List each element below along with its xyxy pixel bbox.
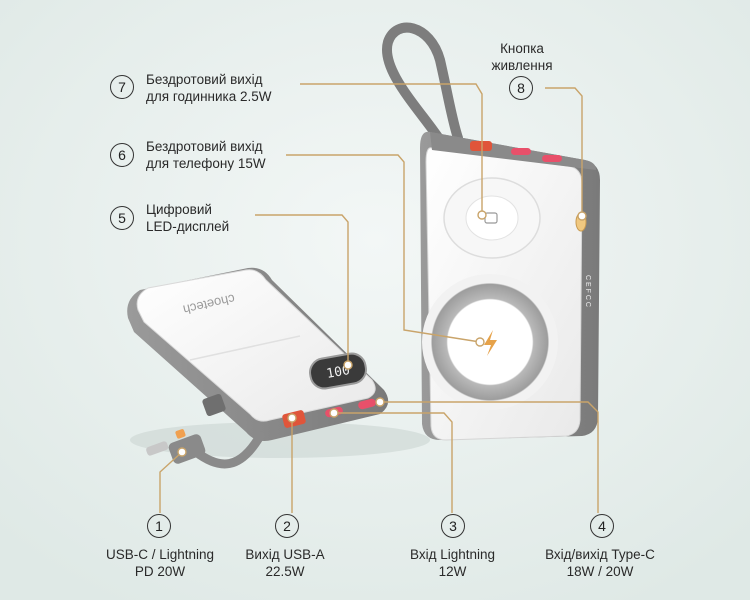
callout-number-2: 2 [275, 514, 299, 538]
led-display [309, 352, 367, 390]
leader-lines [159, 83, 599, 513]
callout-number-6: 6 [110, 143, 134, 167]
callout-label-7: Бездротовий вихід для годинника 2.5W [146, 71, 272, 105]
callout-number-4: 4 [590, 514, 614, 538]
built-in-cable [191, 431, 265, 469]
callout-label-3: Вхід Lightning 12W [395, 546, 510, 580]
callout-label-1: USB-C / Lightning PD 20W [90, 546, 230, 580]
callout-label-4: Вхід/вихід Type-C 18W / 20W [530, 546, 670, 580]
callout-number-8: 8 [509, 76, 533, 100]
top-usb-a-port [470, 141, 492, 151]
callout-label-1-line1: USB-C / Lightning [105, 547, 215, 562]
callout-label-2: Вихід USB-A 22.5W [230, 546, 340, 580]
top-lightning-port [542, 155, 562, 162]
callout-label-5-line1: Цифровий [146, 202, 212, 217]
callout-label-8: Кнопка живлення [482, 40, 562, 74]
callout-label-3-line2: 12W [438, 564, 467, 579]
callout-number-5: 5 [110, 206, 134, 230]
callout-label-7-line1: Бездротовий вихід [146, 72, 263, 87]
lying-power-bank: choetech 100 [127, 267, 430, 469]
upright-power-bank: C E F C C [381, 22, 600, 441]
callout-label-8-line1: Кнопка [500, 41, 544, 56]
callout-label-2-line2: 22.5W [265, 564, 305, 579]
callout-label-1-line2: PD 20W [134, 564, 186, 579]
top-type-c-port [511, 148, 531, 155]
callout-label-6-line2: для телефону 15W [146, 156, 266, 171]
callout-label-8-line2: живлення [491, 58, 553, 73]
callout-label-3-line1: Вхід Lightning [409, 547, 496, 562]
callout-number-7: 7 [110, 75, 134, 99]
callout-number-1: 1 [147, 514, 171, 538]
usb-c-lightning-connector [146, 441, 169, 456]
callout-label-5-line2: LED-дисплей [146, 219, 230, 234]
callout-label-4-line2: 18W / 20W [566, 564, 634, 579]
callout-label-4-line1: Вхід/вихід Type-C [545, 547, 655, 562]
certification-marks: C E F C C [584, 275, 591, 307]
callout-label-5: Цифровий LED-дисплей [146, 201, 229, 235]
lightning-bolt-icon [484, 330, 497, 356]
callout-label-2-line1: Вихід USB-A [245, 547, 325, 562]
callout-number-3: 3 [441, 514, 465, 538]
callout-label-6-line1: Бездротовий вихід [146, 139, 263, 154]
type-c-port [358, 398, 376, 410]
callout-label-6: Бездротовий вихід для телефону 15W [146, 138, 266, 172]
callout-label-7-line2: для годинника 2.5W [146, 89, 272, 104]
